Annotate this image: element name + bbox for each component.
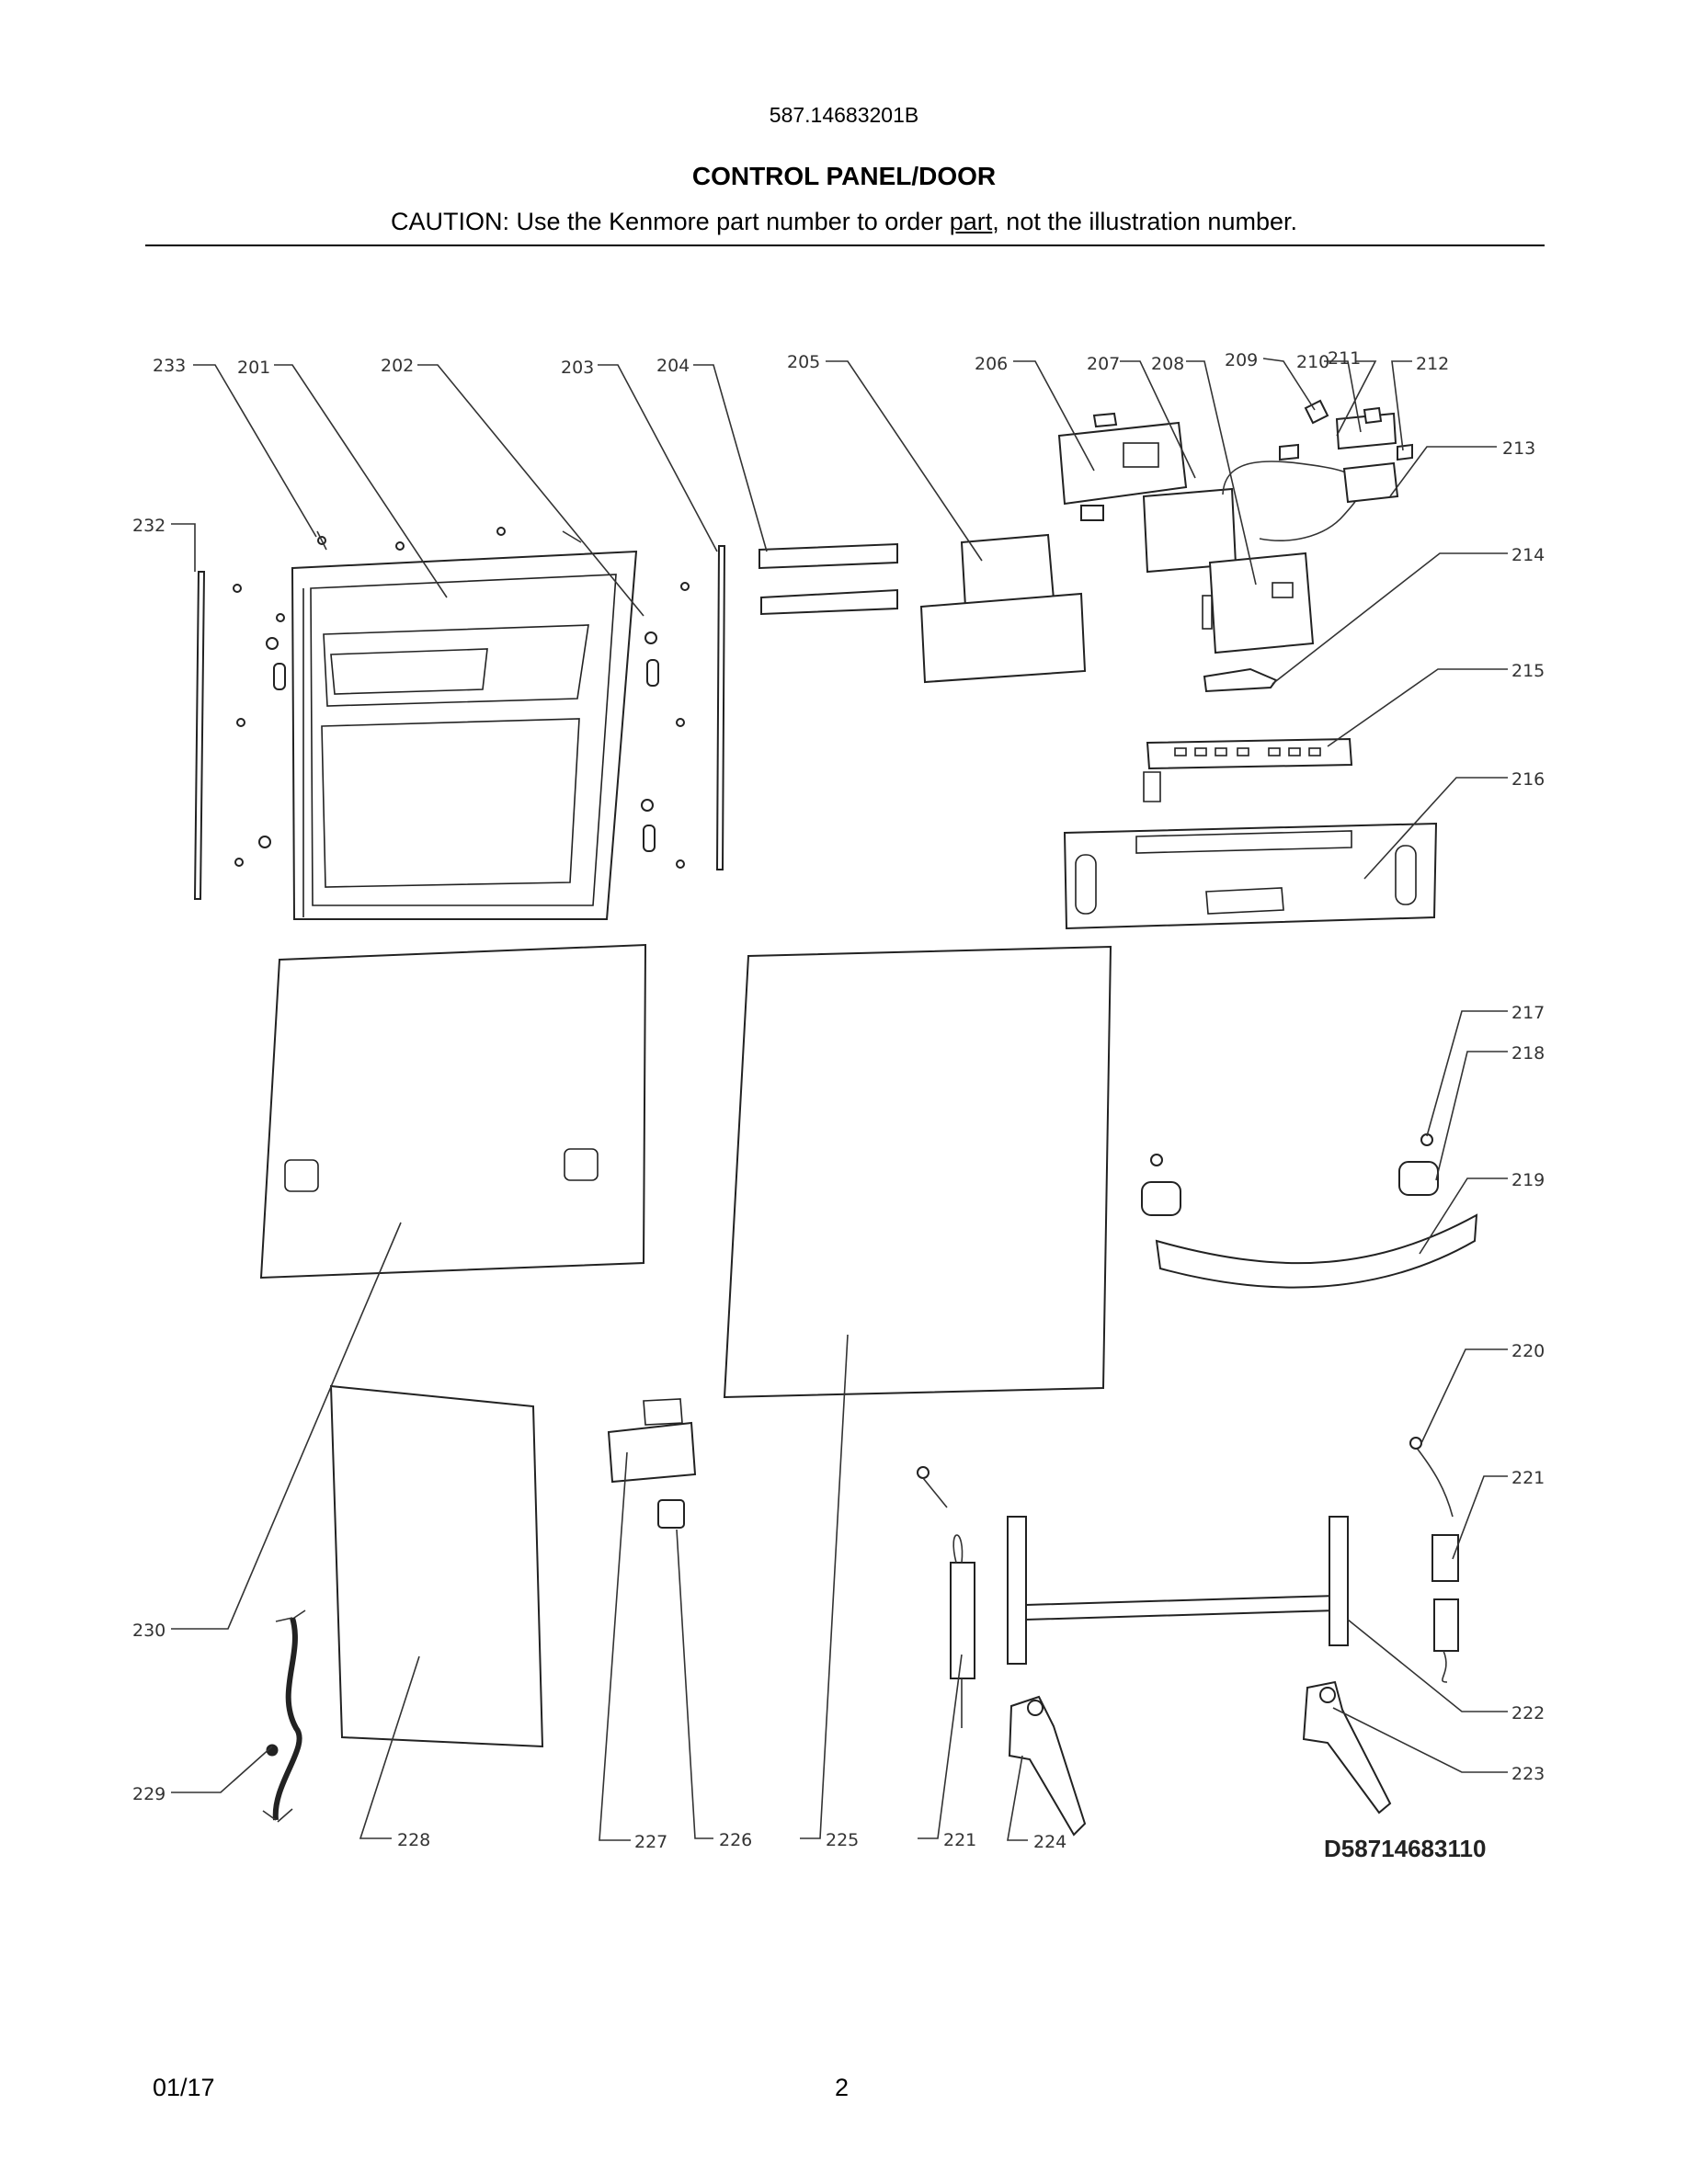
part-227-latch <box>607 1421 697 1484</box>
part-221-spring-left <box>950 1562 975 1679</box>
callout-233: 233 <box>153 356 186 376</box>
callout-203: 203 <box>561 358 594 378</box>
part-225-outer-door <box>723 945 1112 1399</box>
callout-202: 202 <box>381 356 414 376</box>
part-219-handle <box>1155 1213 1478 1289</box>
part-221-spring-right <box>1433 1598 1459 1652</box>
caution-text-start: CAUTION: Use the Kenmore part number to … <box>391 208 950 235</box>
part-205-cover <box>960 533 1055 609</box>
callout-217: 217 <box>1511 1003 1545 1023</box>
callout-201: 201 <box>237 358 270 378</box>
callout-215: 215 <box>1511 661 1545 681</box>
callout-226: 226 <box>719 1830 752 1850</box>
part-218-cap <box>1398 1161 1439 1196</box>
callout-209: 209 <box>1225 350 1258 370</box>
callout-232: 232 <box>132 516 165 536</box>
drawing-number: D58714683110 <box>1324 1835 1486 1862</box>
header-divider <box>145 245 1545 246</box>
callout-205: 205 <box>787 352 820 372</box>
part-204-lower-bracket <box>760 588 898 616</box>
callout-207: 207 <box>1087 354 1120 374</box>
part-shapes <box>193 399 1478 1837</box>
part-232-strip <box>193 571 206 900</box>
part-215-ui-board <box>1146 737 1353 770</box>
part-216-control-panel <box>1063 822 1438 930</box>
part-222-hinge-left <box>1007 1516 1027 1665</box>
model-number: 587.14683201B <box>769 103 919 127</box>
screws <box>233 527 690 869</box>
callout-214: 214 <box>1511 545 1545 565</box>
callout-222: 222 <box>1511 1703 1545 1723</box>
callout-229: 229 <box>132 1784 165 1804</box>
callout-228: 228 <box>397 1830 430 1850</box>
part-222-hinge-right <box>1329 1516 1349 1646</box>
callout-227: 227 <box>634 1832 667 1852</box>
caution-note: CAUTION: Use the Kenmore part number to … <box>0 208 1688 236</box>
callout-230: 230 <box>132 1621 165 1641</box>
part-208-board <box>1208 552 1315 654</box>
page-number: 2 <box>835 2074 850 2101</box>
part-203-strip <box>715 545 726 870</box>
callout-218: 218 <box>1511 1043 1545 1064</box>
part-206-bracket <box>1057 421 1188 506</box>
callout-204: 204 <box>656 356 690 376</box>
callout-labels: 233 201 202 203 204 205 206 207 208 209 … <box>132 348 1545 1862</box>
part-226-strike <box>657 1499 685 1529</box>
callout-219: 219 <box>1511 1170 1545 1190</box>
caution-text-end: , not the illustration number. <box>992 208 1297 235</box>
part-205-base <box>919 592 1087 684</box>
footer-date: 01/17 <box>153 2074 215 2101</box>
callout-206: 206 <box>975 354 1008 374</box>
page-title: CONTROL PANEL/DOOR <box>691 162 997 190</box>
callout-221-left: 221 <box>943 1830 976 1850</box>
part-214-light-pipe <box>1203 667 1278 693</box>
callout-216: 216 <box>1511 769 1545 790</box>
part-204-upper-bracket <box>758 542 898 570</box>
part-224-bracket <box>1008 1695 1087 1837</box>
callout-213: 213 <box>1502 438 1535 459</box>
callout-221-right: 221 <box>1511 1468 1545 1488</box>
part-223-bracket <box>1302 1680 1392 1814</box>
part-229-harness <box>272 1617 302 1821</box>
callout-225: 225 <box>826 1830 859 1850</box>
part-222-rod <box>1025 1594 1338 1621</box>
leader-lines <box>171 358 1508 1841</box>
callout-220: 220 <box>1511 1341 1545 1361</box>
part-207-cover <box>1142 487 1237 574</box>
part-230-outer-panel <box>259 943 647 1280</box>
callout-223: 223 <box>1511 1764 1545 1784</box>
part-201-inner-door <box>291 550 638 920</box>
bumpers <box>258 631 659 852</box>
callout-210: 210 <box>1296 352 1329 372</box>
callout-208: 208 <box>1151 354 1184 374</box>
part-220-cable <box>1415 1446 1454 1518</box>
callout-224: 224 <box>1033 1832 1066 1852</box>
part-228-panel <box>329 1384 544 1748</box>
parts-209-212-switches <box>1279 399 1413 461</box>
caution-link-part: part <box>949 208 993 235</box>
callout-212: 212 <box>1416 354 1449 374</box>
callout-211: 211 <box>1328 348 1361 369</box>
